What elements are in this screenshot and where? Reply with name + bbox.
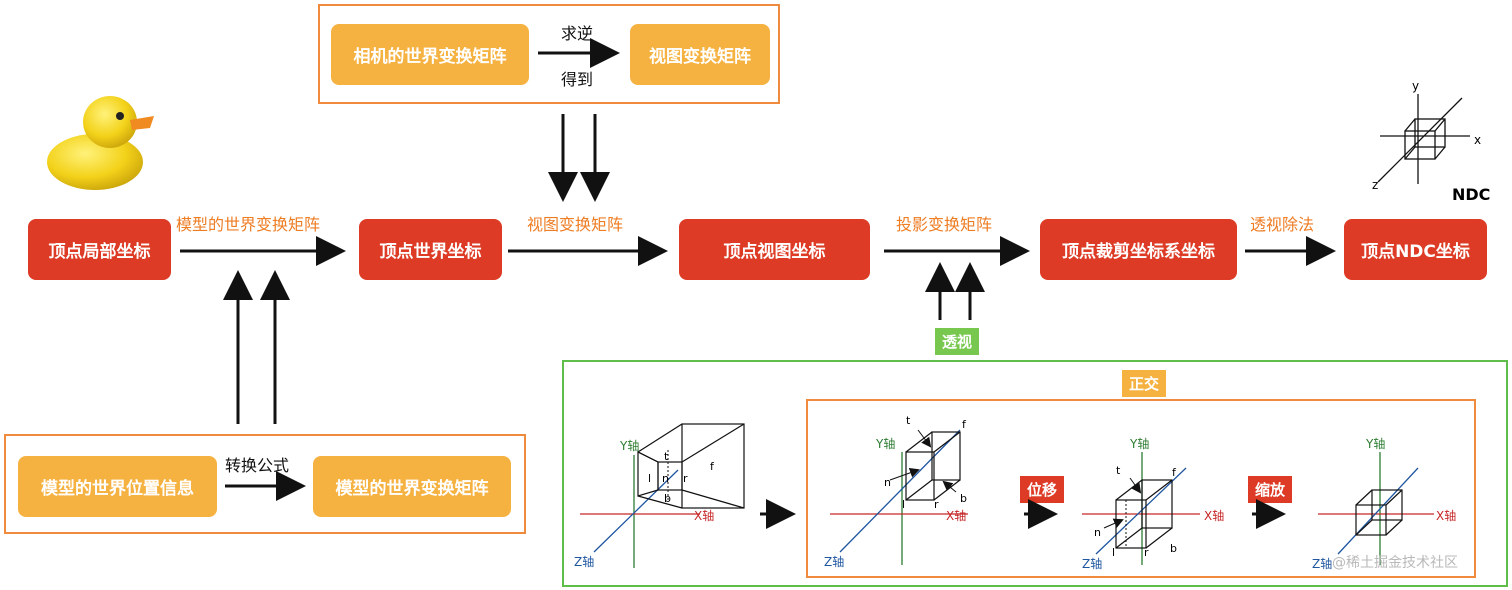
ortho1-b-label: b (960, 492, 967, 505)
ortho2-r-label: r (1144, 546, 1149, 559)
ortho1-l-label: l (902, 498, 905, 511)
ortho3-z-axis-label: Z轴 (1312, 556, 1332, 571)
ortho3-y-axis-label: Y轴 (1365, 436, 1385, 451)
ortho1-z-axis-label: Z轴 (824, 554, 844, 569)
ortho1-n-label: n (884, 476, 891, 489)
model-group-frame (4, 434, 526, 534)
projection-matrix-label: 投影变换矩阵 (896, 215, 993, 234)
ortho1-f-label: f (962, 418, 967, 431)
rubber-duck-image (47, 96, 154, 190)
ndc-y-label: y (1412, 79, 1419, 93)
ortho-box-diagram-3: Y轴 X轴 Z轴 (1312, 436, 1456, 571)
ortho2-n-label: n (1094, 526, 1101, 539)
view-matrix-result-box: 视图变换矩阵 (630, 24, 770, 85)
ortho-box-diagram-1: Y轴 X轴 Z轴 t f n l r b (824, 414, 968, 569)
ndc-coords-box: 顶点NDC坐标 (1344, 219, 1487, 280)
ortho1-x-axis-label: X轴 (946, 508, 966, 523)
ortho2-b-label: b (1170, 542, 1177, 555)
camera-group-frame (318, 4, 780, 104)
ortho2-x-axis-label: X轴 (1204, 508, 1224, 523)
frustum-r-label: r (683, 472, 688, 485)
ortho2-t-label: t (1116, 464, 1121, 477)
camera-world-matrix-box: 相机的世界变换矩阵 (331, 24, 529, 85)
view-matrix-label: 视图变换矩阵 (527, 215, 624, 234)
frustum-b-label: b (664, 492, 671, 505)
projection-group-frame (562, 360, 1508, 587)
orthographic-frame (806, 399, 1476, 578)
watermark: @稀土掘金技术社区 (1332, 555, 1458, 571)
conversion-formula-label: 转换公式 (225, 456, 290, 475)
frustum-y-axis-label: Y轴 (619, 438, 639, 453)
frustum-diagram: Y轴 X轴 Z轴 t n r l b f (574, 423, 745, 569)
frustum-z-axis-label: Z轴 (574, 554, 594, 569)
frustum-x-axis-label: X轴 (694, 508, 714, 523)
perspective-divide-label: 透视除法 (1250, 215, 1315, 234)
ortho2-l-label: l (1112, 546, 1115, 559)
scale-tag: 缩放 (1248, 476, 1292, 503)
obtain-label: 得到 (561, 70, 594, 89)
ortho2-f-label: f (1172, 466, 1177, 479)
frustum-n-label: n (662, 472, 669, 485)
local-coords-box: 顶点局部坐标 (28, 219, 171, 280)
translate-tag: 位移 (1020, 476, 1064, 503)
model-matrix-label: 模型的世界变换矩阵 (176, 215, 321, 234)
ortho1-y-axis-label: Y轴 (875, 436, 895, 451)
ndc-z-label: z (1372, 178, 1378, 192)
ortho3-x-axis-label: X轴 (1436, 508, 1456, 523)
ndc-label: NDC (1452, 185, 1490, 204)
model-world-position-box: 模型的世界位置信息 (18, 456, 217, 517)
ortho2-z-axis-label: Z轴 (1082, 556, 1102, 571)
clip-coords-box: 顶点裁剪坐标系坐标 (1040, 219, 1237, 280)
ortho-box-diagram-2: Y轴 X轴 Z轴 t f n l r b (1082, 436, 1224, 571)
ndc-axes-diagram: y x z NDC (1372, 79, 1490, 204)
frustum-f-label: f (710, 460, 715, 473)
orthographic-tag: 正交 (1122, 370, 1166, 397)
world-coords-box: 顶点世界坐标 (359, 219, 502, 280)
frustum-t-label: t (664, 450, 669, 463)
model-world-matrix-box: 模型的世界变换矩阵 (313, 456, 511, 517)
ndc-x-label: x (1474, 133, 1481, 147)
frustum-l-label: l (648, 472, 651, 485)
ortho1-t-label: t (906, 414, 911, 427)
view-coords-box: 顶点视图坐标 (679, 219, 870, 280)
ortho1-r-label: r (934, 498, 939, 511)
inverse-label: 求逆 (561, 24, 594, 43)
ortho2-y-axis-label: Y轴 (1129, 436, 1149, 451)
perspective-tag: 透视 (935, 328, 979, 355)
